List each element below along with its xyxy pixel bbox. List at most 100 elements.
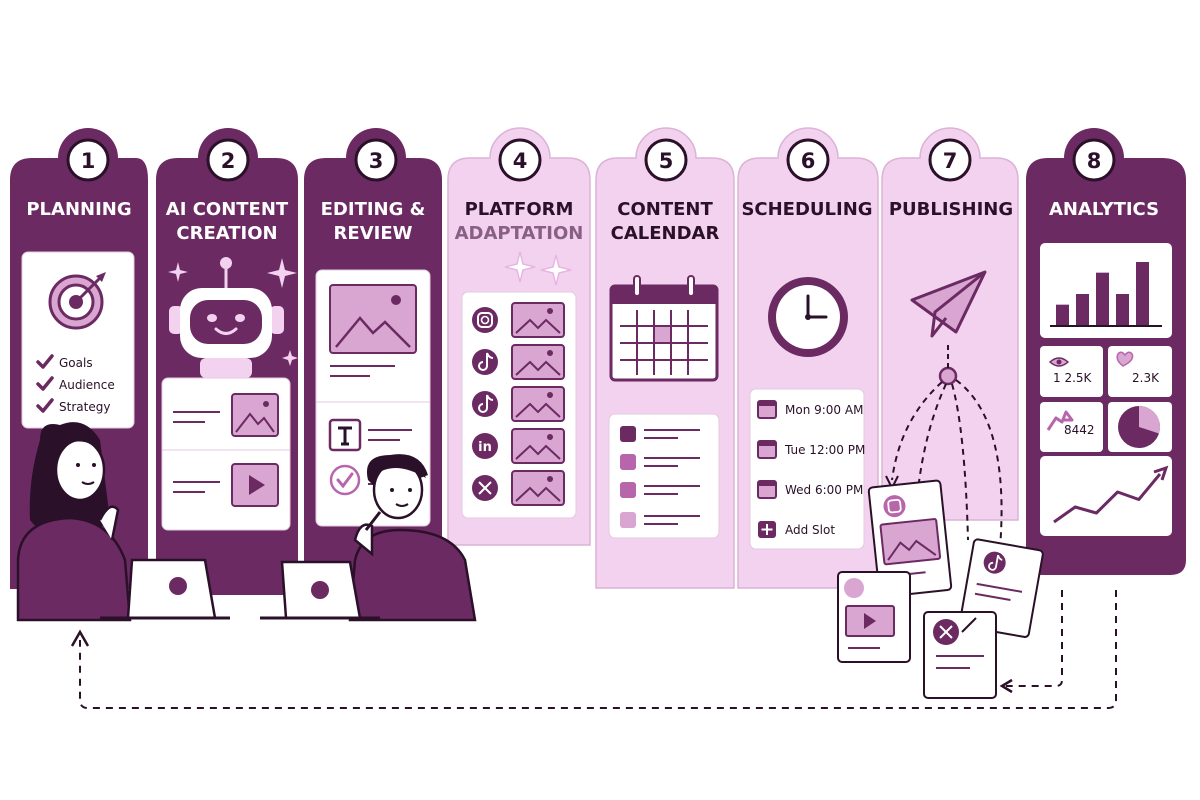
instagram-icon [472, 307, 498, 333]
laptop-left [100, 558, 230, 620]
bar [1096, 272, 1109, 326]
likes-stat: 2.3K [1108, 346, 1172, 397]
step-title-line-1: CONTENT [617, 199, 713, 220]
pie-stat [1108, 402, 1172, 452]
step-number: 1 [81, 149, 96, 173]
check-icon [36, 354, 54, 369]
calendar-list-card [608, 413, 720, 539]
text-tool-icon [328, 418, 362, 452]
step-title-line-2: ADAPTATION [455, 223, 584, 244]
trend-line-icon [1053, 473, 1162, 524]
step-number: 7 [943, 149, 958, 173]
generated-content-card [161, 377, 291, 531]
step-number-circle [1072, 138, 1116, 182]
step-number-circle [786, 138, 830, 182]
checklist: Goals Audience Strategy [36, 354, 115, 414]
views-stat: 1 2.5K [1040, 346, 1103, 397]
shares-stat: 8442 [1040, 402, 1103, 452]
check-icon [36, 398, 54, 413]
step-title-line-1: PUBLISHING [889, 199, 1013, 220]
pie-chart-icon [1118, 406, 1160, 448]
robot-icon [169, 257, 284, 378]
slot-label: Wed 6:00 PM [785, 483, 863, 497]
trend-arrowhead [1153, 465, 1169, 481]
step-title-line-2: CREATION [176, 223, 277, 244]
step-title-line-1: SCHEDULING [741, 199, 872, 220]
trend-card [1040, 456, 1172, 536]
calendar-small-icon [757, 440, 777, 459]
step-number-circle [206, 138, 250, 182]
checklist-item: Strategy [36, 398, 110, 414]
publish-connectors [891, 379, 1003, 549]
video-icon [231, 463, 279, 507]
bar [1136, 262, 1149, 326]
step-number-circle [644, 138, 688, 182]
man-illustration [348, 454, 477, 622]
distribution-node [938, 366, 958, 386]
step-number-circle [928, 138, 972, 182]
check-icon [36, 376, 54, 391]
tiktok-icon [472, 391, 498, 417]
step-number-circle [498, 138, 542, 182]
share-icon [1046, 410, 1074, 431]
checklist-item: Audience [36, 376, 115, 392]
woman-illustration [16, 422, 132, 622]
checklist-label: Audience [59, 378, 115, 392]
platform-row [472, 302, 565, 338]
published-x-card [923, 611, 997, 699]
clock-icon [768, 277, 848, 357]
schedule-slot: Mon 9:00 AM [757, 400, 863, 419]
platform-row [472, 344, 565, 380]
step-title-line-1: EDITING & [321, 199, 426, 220]
eye-icon [1048, 357, 1070, 367]
slot-label: Tue 12:00 PM [784, 443, 865, 457]
planning-card: Goals Audience Strategy [21, 251, 135, 429]
list-item-marker [620, 482, 636, 498]
step-title-line-1: PLATFORM [465, 199, 574, 220]
linkedin-icon [472, 433, 498, 459]
sparkle-icon [540, 254, 572, 286]
sparkle-icon [504, 251, 536, 283]
published-video-card [837, 571, 911, 663]
image-icon [231, 393, 279, 437]
video-icon [845, 605, 895, 637]
step-title-line-1: AI CONTENT [166, 199, 289, 220]
list-item-marker [620, 454, 636, 470]
checklist-label: Goals [59, 356, 93, 370]
sparkle-icon [168, 262, 188, 282]
schedule-slot: Wed 6:00 PM [757, 480, 863, 499]
linkedin-glyph: in [478, 440, 492, 455]
add-slot-label[interactable]: Add Slot [785, 523, 835, 537]
add-slot-button[interactable]: Add Slot [758, 521, 835, 538]
list-item-marker [620, 426, 636, 442]
step-number-circle [66, 138, 110, 182]
target-icon [48, 272, 106, 330]
step-title-line-2: CALENDAR [611, 223, 720, 244]
published-post-card [867, 479, 953, 598]
tiktok-icon [472, 349, 498, 375]
step-number: 4 [513, 149, 528, 173]
image-icon [329, 284, 417, 354]
step-title-line-2: REVIEW [334, 223, 413, 244]
platform-card: in [461, 291, 577, 519]
calendar-small-icon [757, 480, 777, 499]
pie-slice [1139, 406, 1160, 434]
checklist-label: Strategy [59, 400, 110, 414]
calendar-small-icon [757, 400, 777, 419]
calendar-icon [609, 275, 719, 382]
schedule-slot: Tue 12:00 PM [757, 440, 865, 459]
laptop-right [260, 560, 380, 620]
likes-value: 2.3K [1132, 371, 1160, 385]
views-value: 1 2.5K [1053, 371, 1093, 385]
step-number: 6 [801, 149, 816, 173]
slot-label: Mon 9:00 AM [785, 403, 863, 417]
step-number: 8 [1087, 149, 1102, 173]
step-number: 5 [659, 149, 674, 173]
tiktok-icon [844, 578, 864, 598]
step-number: 2 [221, 149, 236, 173]
sparkle-icon [267, 258, 297, 288]
check-circle-icon [329, 464, 361, 496]
platform-row [472, 470, 565, 506]
